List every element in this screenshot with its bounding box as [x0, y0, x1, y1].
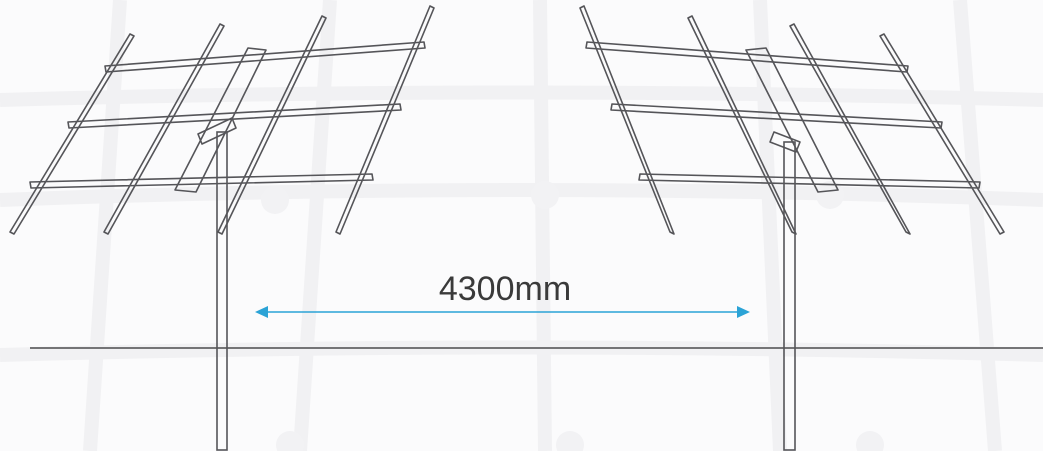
- right-purlin-3: [789, 23, 911, 235]
- left-purlin-2: [103, 23, 225, 235]
- spacing-label: 4300mm: [439, 270, 571, 308]
- left-rail-bottom: [29, 173, 374, 189]
- spacing-dimension: 4300mm: [255, 270, 750, 318]
- right-torque-frame: [745, 47, 839, 193]
- left-rail-middle: [67, 103, 402, 129]
- left-purlin-3: [217, 15, 327, 235]
- left-purlin-4: [335, 5, 435, 235]
- right-rail-top: [585, 41, 909, 73]
- dimension-arrow-right: [737, 306, 750, 318]
- right-purlin-4: [879, 33, 1005, 235]
- right-rail-middle: [610, 103, 943, 129]
- left-purlin-1: [9, 33, 135, 235]
- left-torque-frame: [174, 47, 267, 193]
- left-solar-tracker: [9, 5, 435, 451]
- dimension-arrow-left: [255, 306, 268, 318]
- right-rail-bottom: [638, 173, 981, 189]
- right-solar-tracker: [579, 5, 1005, 451]
- left-rail-top: [104, 41, 426, 73]
- left-post: [216, 131, 228, 451]
- right-purlin-2: [687, 15, 797, 235]
- right-post: [783, 141, 796, 451]
- right-purlin-1: [579, 5, 675, 235]
